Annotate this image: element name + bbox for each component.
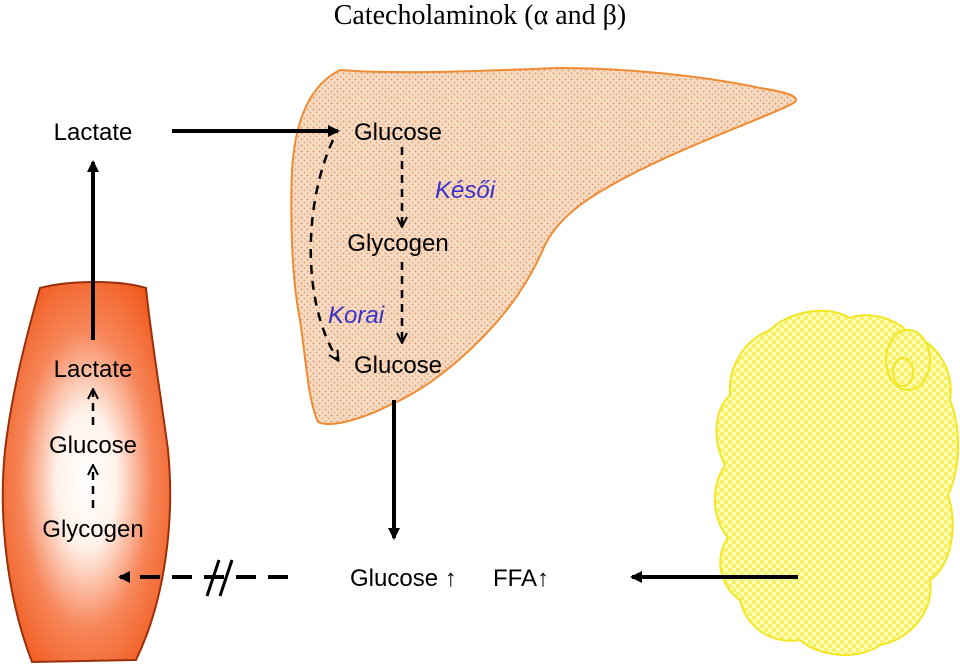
diagram-title: Catecholaminok (α and β) [334, 0, 627, 31]
blood-ffa-label: FFA↑ [493, 565, 549, 592]
adipose-tissue-shape [713, 309, 960, 656]
muscle-glucose-label: Glucose [49, 432, 137, 459]
liver-glucose-in-label: Glucose [354, 119, 442, 146]
muscle-glycogen-label: Glycogen [42, 516, 143, 543]
arrows [87, 125, 798, 597]
late-phase-label: Késői [435, 177, 496, 204]
muscle-lactate-label: Lactate [54, 356, 133, 383]
lactate-top-label: Lactate [54, 119, 133, 146]
liver-glucose-out-label: Glucose [354, 352, 442, 379]
block-mark-1 [205, 559, 221, 597]
early-phase-label: Korai [328, 302, 385, 329]
blood-glucose-label: Glucose ↑ [350, 565, 457, 592]
liver-shape [290, 66, 797, 426]
liver-glycogen-label: Glycogen [347, 230, 448, 257]
block-mark-2 [218, 559, 234, 597]
early-pathway-curved-arrow [309, 139, 338, 360]
muscle-shape [1, 281, 172, 664]
